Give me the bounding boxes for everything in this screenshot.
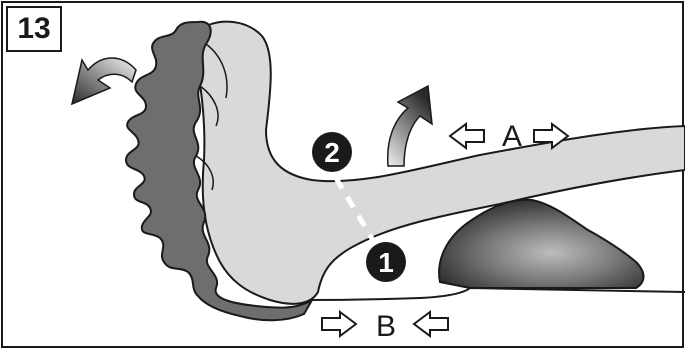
dark-mound [438, 198, 645, 289]
inner-notch-lines [195, 43, 228, 191]
arrow-left-outline-icon [448, 122, 485, 150]
marker-1: 1 [366, 242, 406, 282]
ground-line [299, 286, 685, 301]
label-a: A [502, 120, 522, 153]
marker-2: 2 [312, 132, 352, 172]
light-part [193, 20, 685, 305]
arrow-right-outline-icon [533, 122, 570, 150]
rotate-arrow-left-icon [70, 57, 137, 106]
arrow-left-outline-icon [412, 310, 449, 338]
rotate-arrow-up-icon [386, 84, 433, 167]
label-b-group: B [321, 310, 449, 343]
svg-text:1: 1 [378, 247, 394, 278]
svg-text:2: 2 [324, 137, 340, 168]
label-a-group: A [448, 120, 570, 153]
label-b: B [376, 310, 396, 343]
arrow-right-outline-icon [321, 310, 358, 338]
dark-part [124, 20, 313, 322]
step-number: 13 [6, 6, 62, 52]
